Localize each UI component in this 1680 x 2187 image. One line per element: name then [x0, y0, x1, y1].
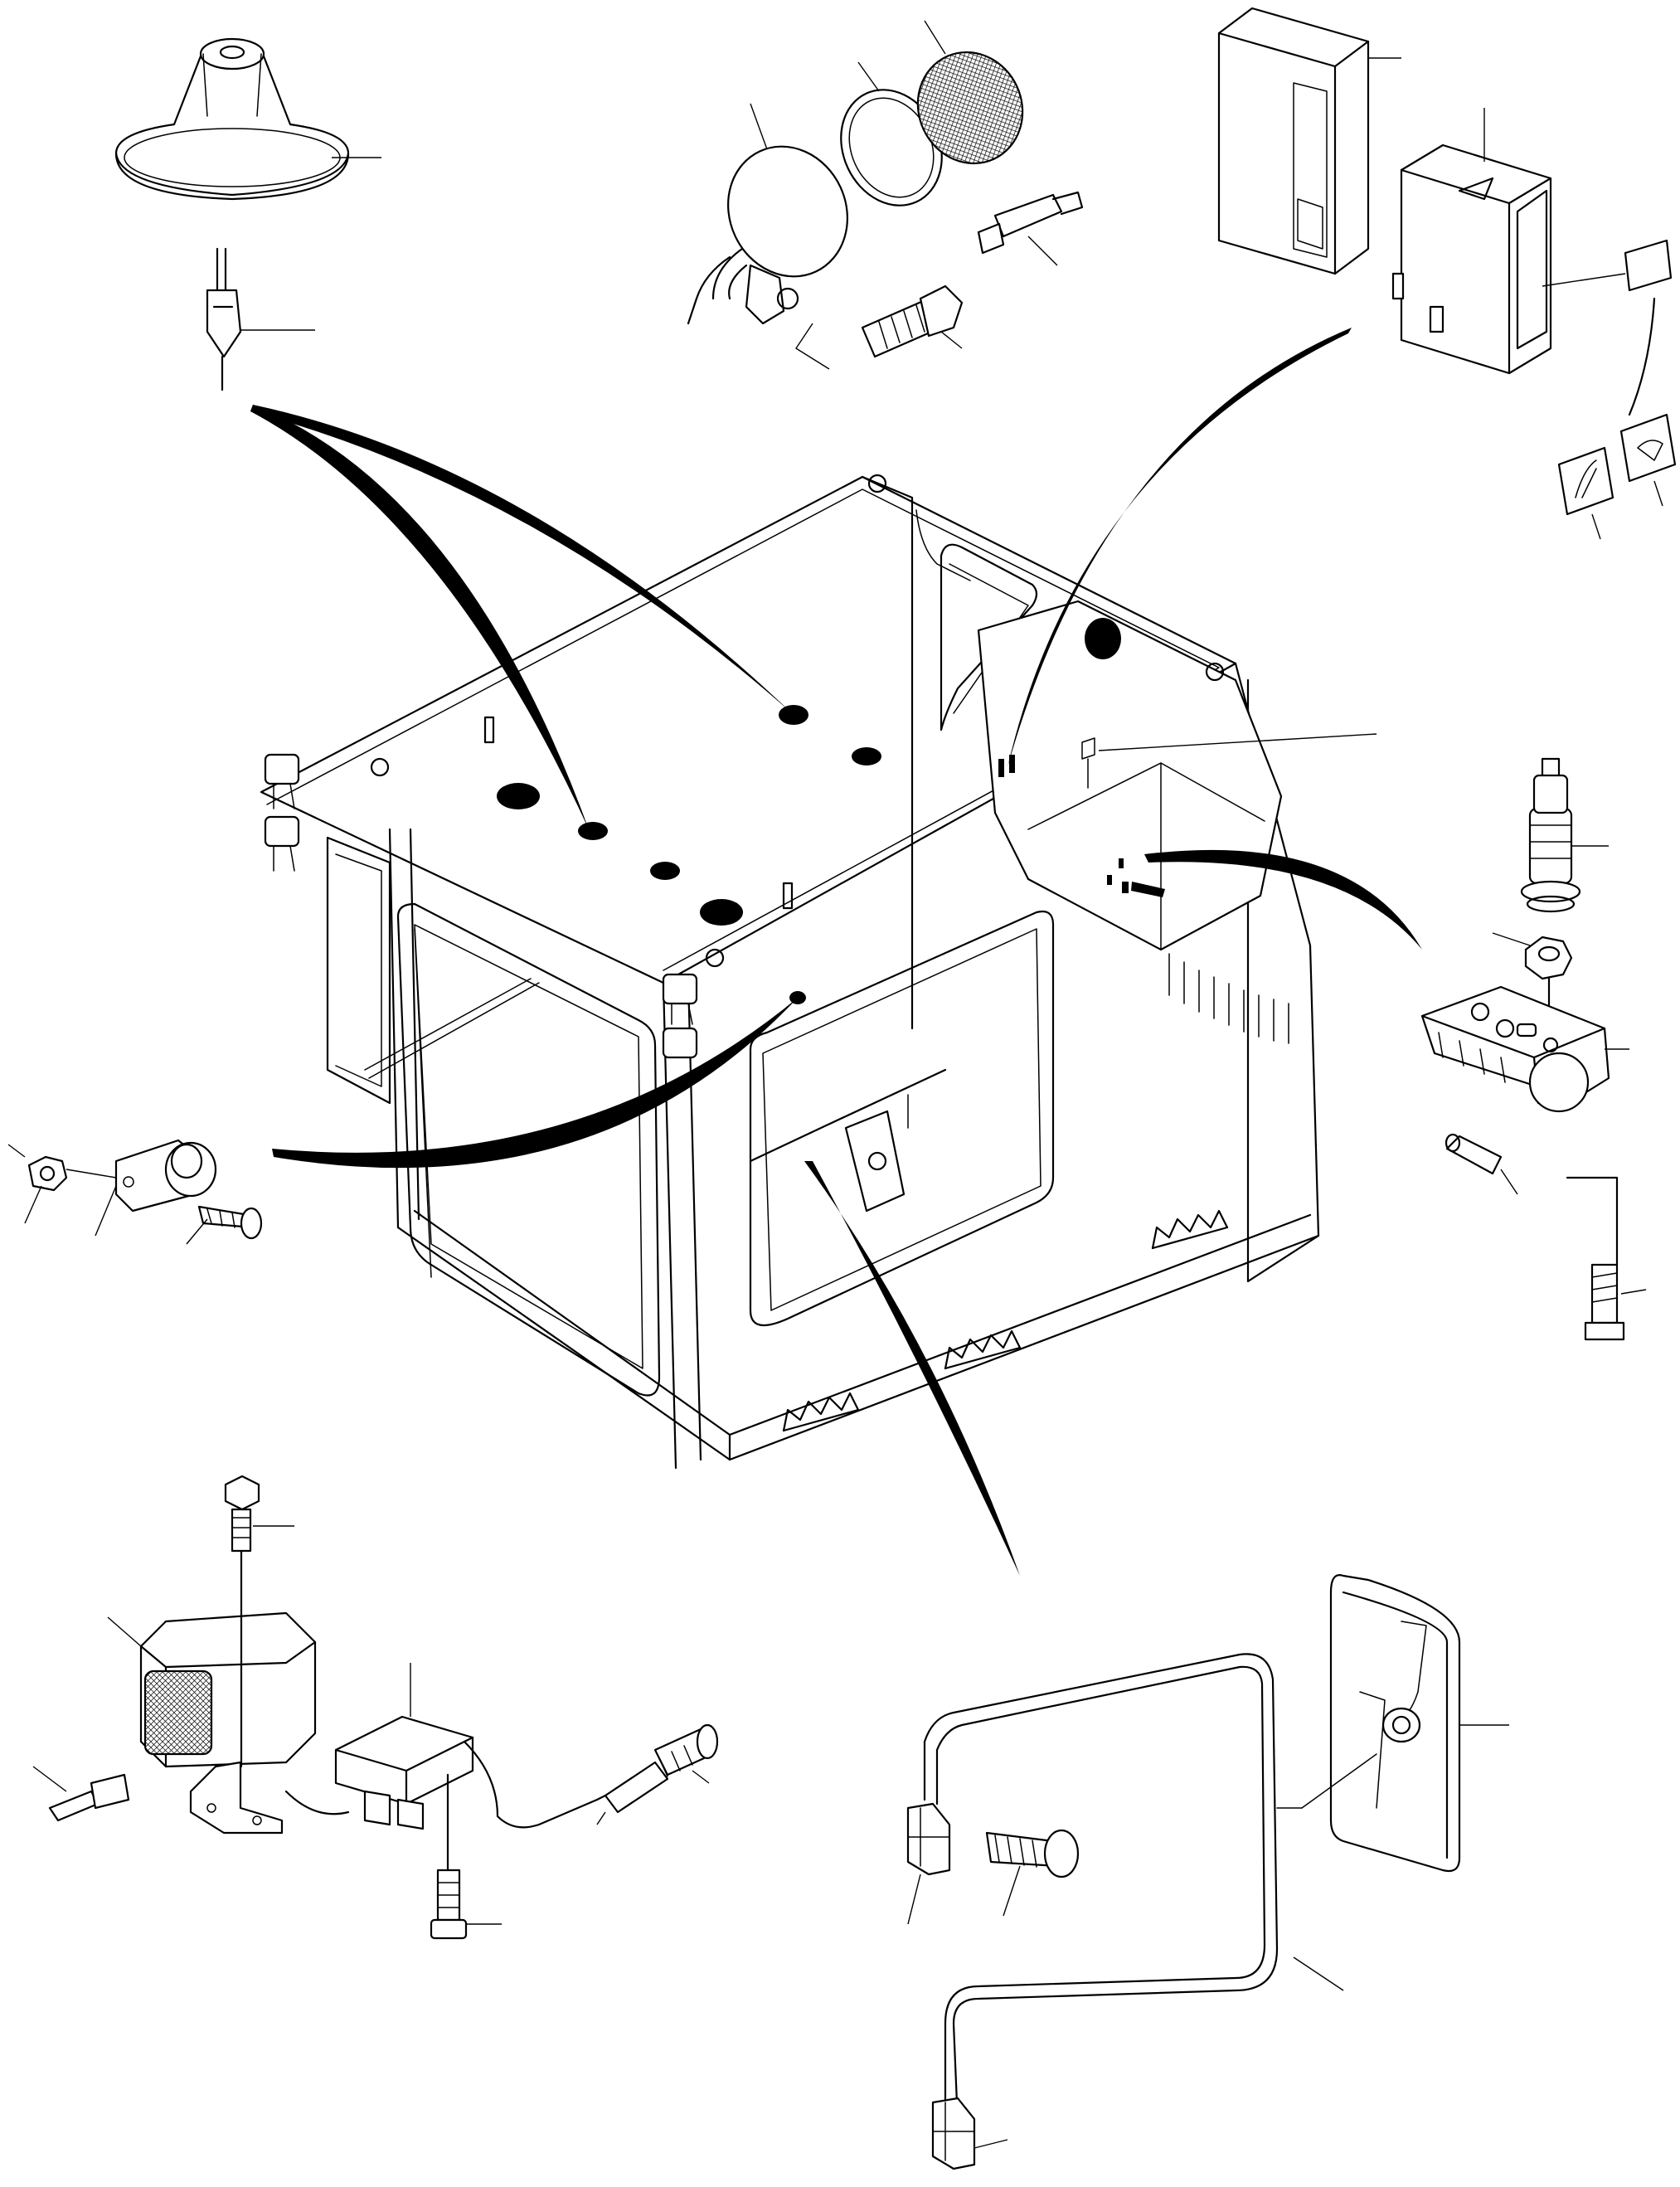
lamp-lens: [916, 20, 1024, 165]
mirror-clamp: [906, 1802, 951, 1925]
dome-screw: [1566, 1176, 1647, 1341]
rear-lamp-bolt: [224, 1475, 294, 1586]
mirror-arm: [923, 1653, 1377, 2125]
clamp-screw: [985, 1829, 1080, 1917]
lower-clamp: [931, 2097, 1008, 2170]
rear-lamp-bulb: [32, 1766, 130, 1822]
lamp-bulb: [977, 191, 1084, 266]
nut: [7, 1144, 68, 1224]
rear-view-mirror: [1329, 1574, 1509, 1873]
cab-frame: [260, 474, 1320, 1470]
antenna-socket: [1098, 733, 1377, 751]
cab-front-lamps: [264, 753, 698, 1059]
switch-label: [1542, 239, 1673, 416]
connector-screw: [186, 1205, 263, 1245]
horn-terminal: [206, 247, 315, 391]
lighter-nut: [1492, 932, 1573, 1038]
dome-bulb: [1445, 1133, 1518, 1195]
vent-slots: [1168, 953, 1289, 1044]
relay: [284, 1663, 615, 1830]
cigarette-lighter: [1520, 757, 1609, 913]
wiper-symbol: [1557, 446, 1614, 540]
connection-swooshes: [250, 328, 1422, 1576]
switch-housing: [1217, 7, 1401, 275]
relay-screw: [430, 1773, 502, 1940]
floor-clips: [782, 1209, 1229, 1432]
work-lamp-front: [687, 103, 848, 370]
horn: [114, 37, 381, 201]
rear-work-lamp: [107, 1582, 317, 1835]
dome-light: [1420, 985, 1629, 1113]
lamp-symbol: [1619, 413, 1677, 507]
lamp-bolt: [861, 284, 964, 358]
rocker-switch: [1391, 108, 1552, 375]
socket-connector: [66, 1139, 217, 1237]
cable-plug: [596, 1723, 719, 1825]
